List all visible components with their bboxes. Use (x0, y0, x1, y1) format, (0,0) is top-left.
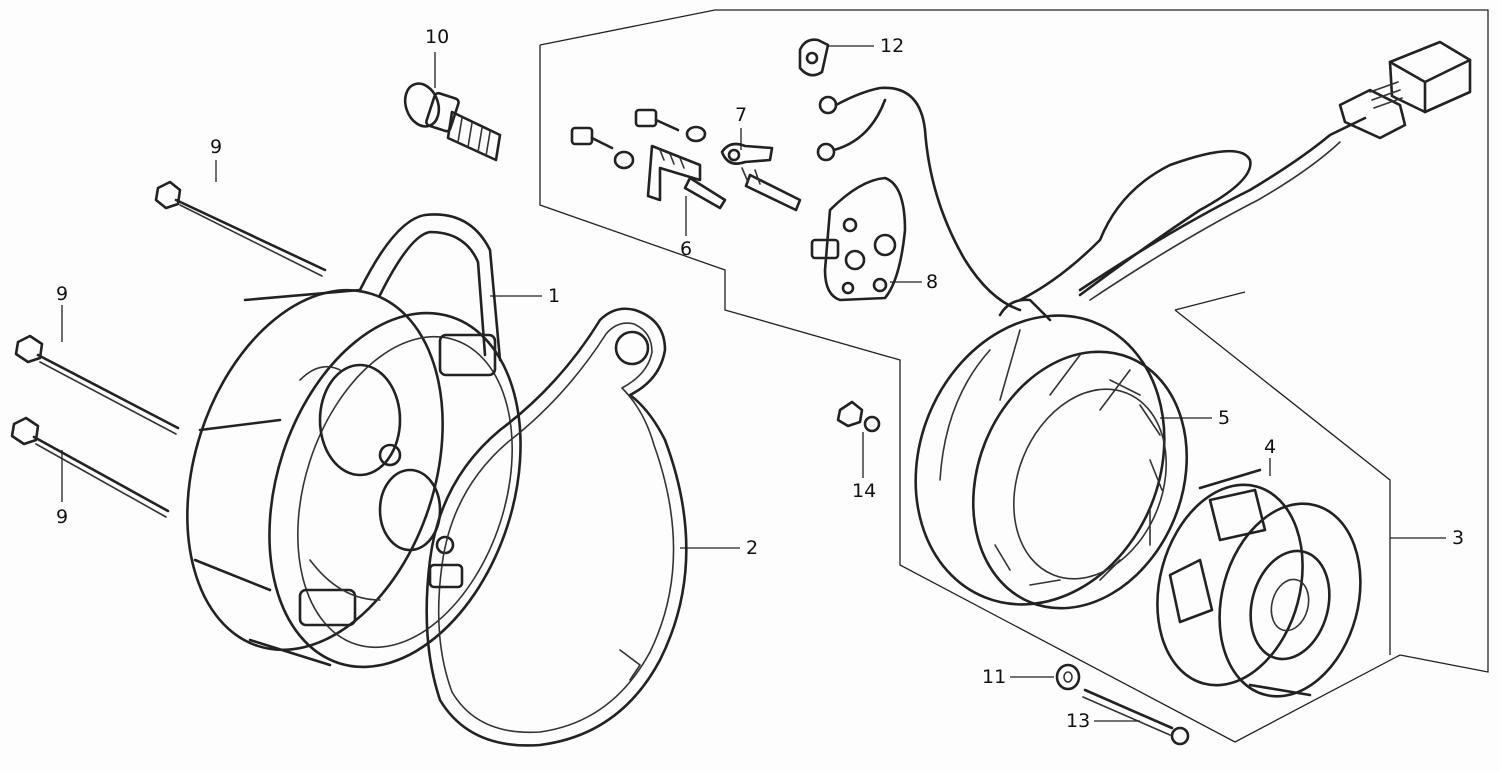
part-2-gasket (425, 307, 688, 747)
callout-10: 10 (425, 26, 450, 48)
callout-12: 12 (880, 35, 905, 57)
part-9-bolt-lower (10, 416, 170, 518)
callout-6: 6 (680, 238, 693, 260)
part-7-brush (720, 142, 802, 212)
assembly-boundary (539, 9, 1489, 743)
part-11-washer (1055, 663, 1081, 691)
part-4-rotor (1156, 468, 1362, 698)
callout-11: 11 (982, 666, 1007, 688)
callout-2: 2 (746, 537, 759, 559)
part-12-wire-clamp (798, 38, 830, 77)
part-6-brush-holder (646, 144, 727, 210)
part-5-stator (914, 298, 1189, 610)
callout-8: 8 (926, 271, 939, 293)
part-13-bolt (1082, 688, 1190, 746)
part-8-plate (810, 176, 907, 302)
callout-4: 4 (1264, 436, 1277, 458)
callout-1: 1 (548, 285, 561, 307)
part-1-alternator-cover (186, 213, 522, 669)
leader-lines (61, 45, 1446, 722)
part-10-flange-bolt (403, 82, 502, 162)
callout-9-middle: 9 (56, 283, 69, 305)
part-14-screw (836, 400, 881, 433)
callout-9-lower: 9 (56, 506, 69, 528)
connector (1369, 40, 1472, 114)
callout-14: 14 (852, 480, 877, 502)
part-9-bolt-upper (154, 180, 327, 277)
callout-7: 7 (735, 104, 748, 126)
part-9-bolt-middle (14, 334, 180, 435)
callout-13: 13 (1066, 710, 1091, 732)
part-screws-washers (570, 108, 707, 170)
lead-wires (816, 86, 1407, 312)
callout-3: 3 (1452, 527, 1465, 549)
callout-9-upper: 9 (210, 136, 223, 158)
callout-5: 5 (1218, 407, 1231, 429)
